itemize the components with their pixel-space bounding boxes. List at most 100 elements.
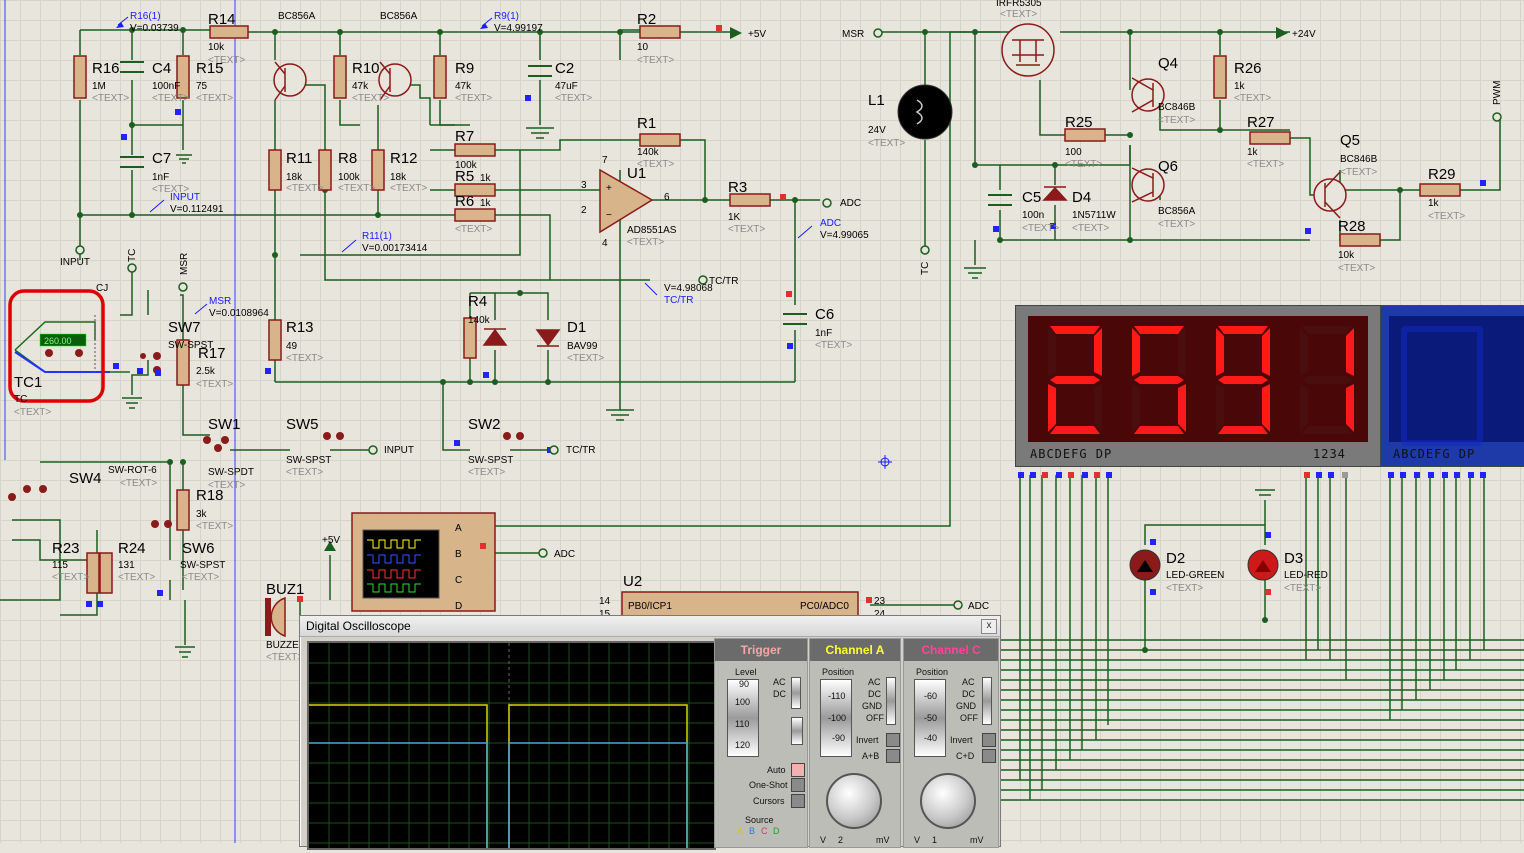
svg-text:7: 7: [602, 155, 608, 166]
tc-display: 260.00: [44, 336, 72, 346]
channel-c-coupling-switch[interactable]: [982, 677, 992, 725]
channel-a-coupling-switch[interactable]: [886, 677, 896, 725]
svg-text:R5: R5: [455, 168, 474, 185]
resistor-bodies: [73, 25, 1461, 594]
trigger-edge-switch[interactable]: [791, 717, 803, 745]
svg-text:+5V: +5V: [748, 29, 766, 40]
blue-digit-shadow: [1401, 326, 1483, 446]
trigger-source-label: Source: [745, 815, 774, 825]
close-button[interactable]: x: [981, 619, 997, 634]
svg-text:R6: R6: [455, 193, 474, 210]
trigger-source-c[interactable]: C: [761, 826, 768, 836]
channel-a-mix-button[interactable]: [886, 749, 900, 763]
svg-text:TC: TC: [127, 249, 138, 262]
seven-seg-blue[interactable]: ABCDEFG DP: [1380, 305, 1524, 467]
channel-c-scale-knob[interactable]: [920, 773, 976, 829]
svg-text:C6: C6: [815, 306, 834, 323]
trigger-cursors-button[interactable]: [791, 794, 805, 808]
svg-text:24: 24: [874, 609, 886, 620]
channel-c-position-slider[interactable]: [914, 679, 946, 757]
svg-text:SW5: SW5: [286, 416, 319, 433]
trigger-oneshot-button[interactable]: [791, 778, 805, 792]
svg-text:MSR: MSR: [179, 253, 190, 275]
trace-channel-a: [309, 704, 688, 848]
svg-text:R25: R25: [1065, 114, 1093, 131]
svg-text:<TEXT>: <TEXT>: [286, 467, 323, 478]
trigger-source-b[interactable]: B: [749, 826, 756, 836]
channel-a-invert-button[interactable]: [886, 733, 900, 747]
svg-text:TC/TR: TC/TR: [709, 276, 738, 287]
svg-text:<TEXT>: <TEXT>: [728, 224, 765, 235]
blue-segment-label: ABCDEFG DP: [1393, 447, 1476, 461]
svg-text:SW-ROT-6: SW-ROT-6: [108, 465, 157, 476]
cursor-crosshair: [878, 455, 892, 469]
svg-text:47k: 47k: [455, 81, 472, 92]
opamp-u1[interactable]: [599, 168, 654, 234]
trigger-auto-button[interactable]: [791, 763, 805, 777]
red-digit-1: [1048, 326, 1102, 434]
svg-text:R15: R15: [196, 60, 224, 77]
buzzer[interactable]: [270, 596, 286, 638]
svg-text:2: 2: [581, 205, 587, 216]
svg-text:BAV99: BAV99: [567, 341, 598, 352]
channel-a-title: Channel A: [810, 639, 900, 661]
thermocouple-tc1[interactable]: [8, 289, 130, 403]
channel-c-invert-button[interactable]: [982, 733, 996, 747]
svg-text:<TEXT>: <TEXT>: [1234, 93, 1271, 104]
svg-text:Q4: Q4: [1158, 55, 1178, 72]
channel-c-mix-button[interactable]: [982, 749, 996, 763]
svg-text:TC/TR: TC/TR: [566, 445, 595, 456]
svg-text:18k: 18k: [390, 172, 407, 183]
net-labels: +5V +24V MSR ADC INPUT INPUT TC/TR TC/TR…: [60, 29, 1503, 620]
svg-text:L1: L1: [868, 92, 885, 109]
svg-text:INPUT: INPUT: [170, 192, 200, 203]
svg-text:1nF: 1nF: [152, 172, 169, 183]
svg-text:47k: 47k: [352, 81, 369, 92]
svg-text:SW-SPST: SW-SPST: [468, 455, 513, 466]
svg-text:24V: 24V: [868, 125, 886, 136]
highlight-circle: [8, 289, 105, 403]
svg-text:TC: TC: [920, 262, 931, 275]
svg-text:R16(1): R16(1): [130, 11, 161, 22]
segment-e: [1132, 384, 1140, 432]
svg-text:R11: R11: [286, 150, 312, 167]
channel-c-dc-label: DC: [962, 689, 975, 699]
svg-text:PB0/ICP1: PB0/ICP1: [628, 601, 672, 612]
trigger-source-a[interactable]: A: [737, 826, 744, 836]
segment-b: [1178, 328, 1186, 376]
voltage-probes[interactable]: R16(1) V=0.03739 INPUT R9(1) V=4.99197 I…: [116, 11, 869, 319]
svg-text:SW7: SW7: [168, 319, 201, 336]
svg-text:<TEXT>: <TEXT>: [120, 478, 157, 489]
oscilloscope-window[interactable]: Digital Oscilloscope x: [299, 615, 1001, 850]
trigger-tick-1: 100: [735, 697, 751, 707]
scope-screen[interactable]: [307, 641, 716, 850]
trigger-coupling-switch[interactable]: [791, 677, 801, 709]
trigger-panel: Trigger Level 90 100 110 120 AC DC Auto …: [714, 638, 808, 848]
channel-a-tick-0: -110: [828, 691, 846, 701]
trigger-source-d[interactable]: D: [773, 826, 780, 836]
channel-c-title: Channel C: [904, 639, 998, 661]
svg-text:R12: R12: [390, 150, 418, 167]
seven-seg-red[interactable]: ABCDEFG DP 1234: [1015, 305, 1382, 467]
svg-text:<TEXT>: <TEXT>: [286, 353, 323, 364]
channel-a-scale-knob[interactable]: [826, 773, 882, 829]
svg-text:1k: 1k: [1234, 81, 1246, 92]
trigger-level-slider[interactable]: [727, 679, 759, 757]
svg-text:<TEXT>: <TEXT>: [637, 55, 674, 66]
svg-text:<TEXT>: <TEXT>: [1338, 263, 1375, 274]
channel-a-panel: Channel A Position -110 -100 -90 AC DC G…: [809, 638, 901, 848]
segment-f: [1048, 328, 1056, 376]
channel-a-position-slider[interactable]: [820, 679, 852, 757]
svg-text:1K: 1K: [728, 212, 741, 223]
svg-text:100nF: 100nF: [152, 81, 180, 92]
segment-b: [1094, 328, 1102, 376]
svg-text:<TEXT>: <TEXT>: [196, 521, 233, 532]
trigger-tick-2: 110: [735, 719, 750, 729]
lamp-l1[interactable]: [897, 84, 953, 140]
svg-text:<TEXT>: <TEXT>: [266, 652, 303, 663]
svg-text:<TEXT>: <TEXT>: [152, 184, 189, 195]
switch-contacts: [8, 352, 524, 528]
segment-a: [1218, 326, 1268, 334]
trigger-title: Trigger: [715, 639, 807, 661]
